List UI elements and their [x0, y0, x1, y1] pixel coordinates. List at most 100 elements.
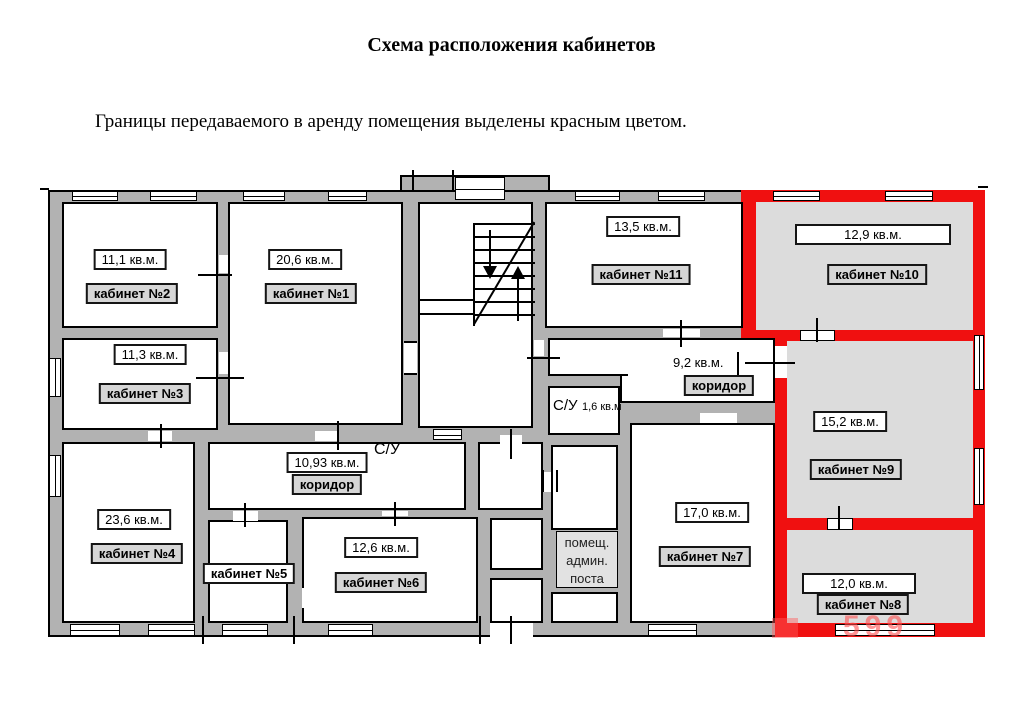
admin-post-label: помещ. админ. поста [556, 531, 618, 588]
window [455, 177, 505, 200]
wc-name: С/У [553, 397, 578, 414]
room-7-name-label: кабинет №7 [658, 546, 752, 567]
stair-up-arrow-head [511, 266, 525, 279]
mid-strip-lower [551, 592, 618, 623]
door-tick [337, 421, 339, 450]
door-tick [816, 318, 818, 342]
door-tick [680, 320, 682, 347]
admin-post-line2: админ. [566, 553, 608, 568]
door-opening [700, 413, 737, 423]
vestibule-b [490, 518, 543, 570]
wc-room [548, 386, 620, 435]
door-opening [534, 340, 544, 356]
window-leased [974, 448, 984, 505]
room-8-area-label: 12,0 кв.м. [802, 573, 916, 594]
room-11-name-label: кабинет №11 [591, 264, 691, 285]
corridor-main-name-label: коридор [291, 474, 363, 495]
window [328, 191, 367, 201]
door-opening [543, 472, 551, 492]
room-10-area-label: 12,9 кв.м. [795, 224, 951, 245]
watermark-text: 599 [843, 610, 909, 643]
door-tick [745, 362, 795, 364]
window-leased [974, 335, 984, 390]
door-tick [160, 424, 162, 448]
room-6-name-label: кабинет №6 [334, 572, 428, 593]
window [658, 191, 705, 201]
door-tick [838, 506, 840, 530]
wall-tick [293, 616, 295, 644]
dimension-tick [737, 352, 739, 378]
wall-tick [452, 170, 454, 192]
door-opening [219, 255, 228, 273]
window [243, 191, 285, 201]
room-10-name-label: кабинет №10 [827, 264, 927, 285]
window [70, 624, 120, 636]
door-opening [315, 431, 338, 441]
room-1-name-label: кабинет №1 [264, 283, 358, 304]
room-7-area-label: 17,0 кв.м. [675, 502, 749, 523]
room-1 [228, 202, 403, 425]
wc-area: 1,6 кв.м [581, 401, 622, 413]
wall-tick [202, 616, 204, 644]
window [150, 191, 197, 201]
watermark-fragment [772, 618, 798, 638]
room-4-area-label: 23,6 кв.м. [97, 509, 171, 530]
room-9-name-label: кабинет №9 [809, 459, 903, 480]
stair-down-arrow-stem [489, 230, 491, 268]
room-1-area-label: 20,6 кв.м. [268, 249, 342, 270]
room-6-area-label: 12,6 кв.м. [344, 537, 418, 558]
page-subtitle: Границы передаваемого в аренду помещения… [95, 111, 687, 132]
window [49, 455, 61, 497]
window [148, 624, 195, 636]
stair-up-arrow-stem [517, 279, 519, 321]
page-title: Схема расположения кабинетов [367, 34, 656, 56]
room-7 [630, 423, 775, 623]
wall-tick [479, 616, 481, 644]
wc-label: С/У 1,6 кв.м [553, 397, 622, 415]
room-4 [62, 442, 195, 623]
room-2-area-label: 11,1 кв.м. [93, 249, 167, 270]
room-11-area-label: 13,5 кв.м. [606, 216, 680, 237]
door-tick [196, 377, 244, 379]
room-3-name-label: кабинет №3 [98, 383, 192, 404]
wall-tick [978, 186, 988, 188]
corridor-main-area-label: 10,93 кв.м. [286, 452, 368, 473]
window [222, 624, 268, 636]
wall-tick [412, 170, 414, 192]
window [72, 191, 118, 201]
door-opening-leased [827, 518, 853, 530]
room-3-area-label: 11,3 кв.м. [113, 344, 187, 365]
door-tick [527, 357, 560, 359]
door-opening [219, 352, 228, 374]
room-8-name-label: кабинет №8 [816, 594, 910, 615]
admin-post-line1: помещ. [564, 535, 610, 550]
stair-landing-line [419, 299, 473, 301]
stair-landing-line [419, 313, 473, 315]
vestibule-c [490, 578, 543, 623]
room-4-name-label: кабинет №4 [90, 543, 184, 564]
door-tick [394, 502, 396, 526]
door-tick [198, 274, 232, 276]
corridor-small-left [548, 338, 628, 376]
room-6 [302, 517, 478, 623]
room-2-name-label: кабинет №2 [85, 283, 179, 304]
door-tick [244, 503, 246, 527]
wall-tick [510, 616, 512, 644]
window-leased [835, 624, 935, 636]
window [575, 191, 620, 201]
room-9-area-label: 15,2 кв.м. [813, 411, 887, 432]
window [328, 624, 373, 636]
mid-strip-upper [551, 445, 618, 530]
door-tick [542, 470, 544, 492]
stair-down-arrow-head [483, 266, 497, 279]
window-leased [885, 191, 933, 201]
door-opening [404, 341, 417, 375]
admin-post-line3: поста [570, 571, 604, 586]
door-opening [302, 588, 307, 608]
window [433, 429, 462, 440]
corridor-small-area-label: 9,2 кв.м. [673, 355, 724, 370]
window-leased [773, 191, 820, 201]
window [49, 358, 61, 397]
wc-extra-label: С/У [374, 441, 401, 458]
